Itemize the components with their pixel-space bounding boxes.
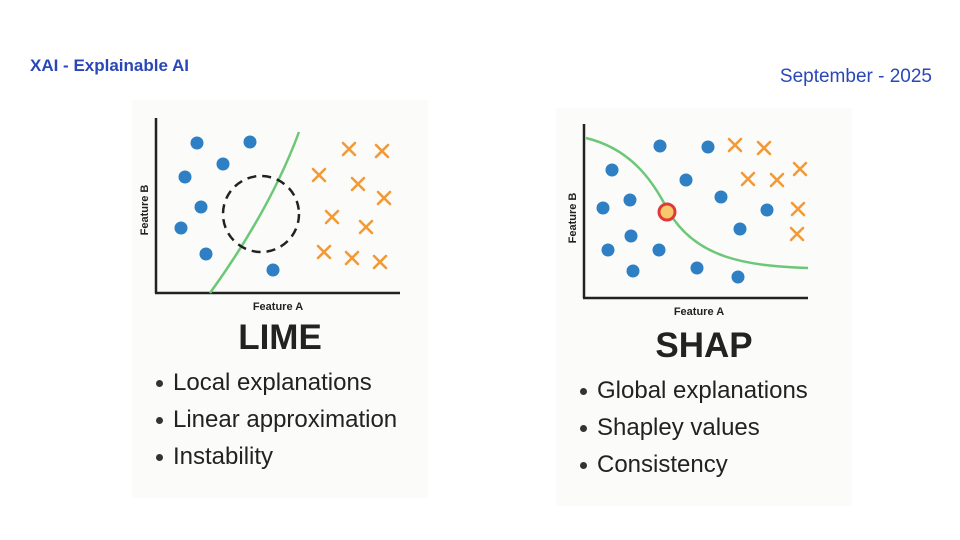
lime-class-b-point (341, 141, 357, 157)
lime-class-b-point (344, 250, 360, 266)
list-item: Shapley values (578, 409, 808, 446)
lime-class-b-point (374, 143, 390, 159)
list-item: Consistency (578, 446, 808, 483)
list-item: Linear approximation (154, 401, 397, 438)
shap-class-b-point (789, 226, 805, 242)
shap-class-a-point (653, 139, 667, 153)
list-item: Global explanations (578, 372, 808, 409)
shap-x-axis-label: Feature A (674, 306, 724, 318)
shap-class-a-point (601, 243, 615, 257)
shap-class-b-point (792, 161, 808, 177)
shap-class-a-point (679, 173, 693, 187)
list-item: Instability (154, 438, 397, 475)
lime-decision-boundary (208, 131, 301, 294)
list-item: Local explanations (154, 364, 397, 401)
lime-class-a-point (266, 263, 280, 277)
lime-class-b-point (350, 176, 366, 192)
bullet-icon (580, 388, 587, 396)
shap-class-a-point (701, 140, 715, 154)
shap-class-a-point (733, 222, 747, 236)
shap-class-a-point (760, 203, 774, 217)
shap-class-a-point (731, 270, 745, 284)
lime-class-b-point (376, 190, 392, 206)
lime-class-b-point (358, 219, 374, 235)
bullet-icon (580, 462, 587, 470)
lime-class-b-point (311, 167, 327, 183)
shap-highlighted-instance (657, 202, 677, 222)
lime-class-b-point (372, 254, 388, 270)
shap-class-a-point (714, 190, 728, 204)
shap-class-a-point (626, 264, 640, 278)
lime-class-a-point (174, 221, 188, 235)
bullet-icon (156, 454, 163, 462)
bullet-icon (580, 425, 587, 433)
header-date: September - 2025 (779, 66, 932, 87)
lime-local-region (221, 174, 301, 254)
shap-class-a-point (623, 193, 637, 207)
shap-class-b-point (756, 140, 772, 156)
shap-diagram: Feature B Feature A (567, 124, 809, 318)
bullet-icon (156, 417, 163, 425)
shap-class-a-point (690, 261, 704, 275)
lime-diagram: Feature B Feature A (139, 118, 400, 313)
shap-axes (582, 124, 808, 300)
lime-bullet-list: Local explanations Linear approximation … (154, 364, 397, 475)
shap-bullet-list: Global explanations Shapley values Consi… (578, 372, 808, 483)
shap-decision-boundary (585, 136, 809, 270)
shap-y-axis-label: Feature B (567, 193, 579, 244)
lime-class-b-point (316, 244, 332, 260)
lime-class-a-point (194, 200, 208, 214)
lime-class-a-point (190, 136, 204, 150)
lime-title: LIME (238, 318, 322, 357)
lime-x-axis-label: Feature A (253, 301, 303, 313)
shap-class-b-point (790, 201, 806, 217)
lime-y-axis-label: Feature B (139, 185, 151, 236)
shap-title: SHAP (655, 326, 753, 365)
shap-class-a-point (605, 163, 619, 177)
lime-panel: Feature B Feature A LIME Local explanati… (132, 100, 428, 498)
shap-panel: Feature B Feature A SHAP Global explanat… (556, 108, 852, 506)
shap-class-b-point (769, 172, 785, 188)
lime-class-a-point (199, 247, 213, 261)
shap-class-a-point (596, 201, 610, 215)
shap-class-a-point (624, 229, 638, 243)
lime-class-a-point (243, 135, 257, 149)
header-title: XAI - Explainable AI (30, 56, 190, 75)
shap-class-b-point (727, 137, 743, 153)
lime-axes (154, 118, 400, 295)
shap-class-a-point (652, 243, 666, 257)
lime-class-a-point (216, 157, 230, 171)
lime-class-b-point (324, 209, 340, 225)
bullet-icon (156, 380, 163, 388)
lime-class-a-point (178, 170, 192, 184)
shap-class-b-point (740, 171, 756, 187)
